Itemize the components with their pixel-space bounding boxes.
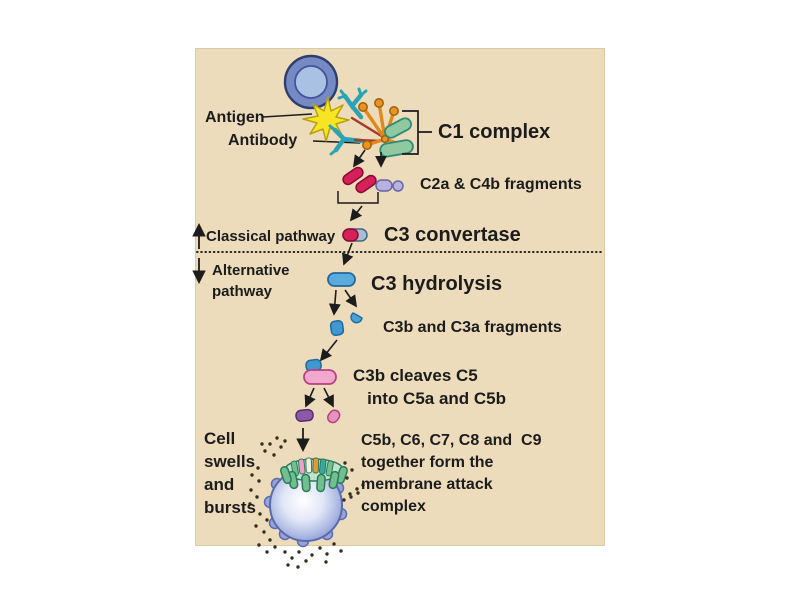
- c3b-fragment: [329, 320, 345, 336]
- fragments-c2a-c4b-label: C2a & C4b fragments: [420, 176, 582, 193]
- c3-convertase-capsule: [342, 228, 368, 242]
- label-pointer-lines: [262, 113, 361, 144]
- c3-capsule: [327, 272, 356, 287]
- c1rs-capsules: [379, 117, 414, 158]
- antibody-label: Antibody: [228, 132, 298, 149]
- classical-pathway-label: Classical pathway: [206, 228, 336, 245]
- c3b-cleaves-c5-label: C3b cleaves C5 into C5a and C5b: [353, 366, 507, 408]
- c3b-c3a-fragments-label: C3b and C3a fragments: [383, 319, 562, 336]
- c5-complex: [303, 358, 337, 385]
- flow-arrows-c1: [352, 149, 387, 168]
- c1-bracket: [402, 110, 432, 155]
- c5b-fragment: [295, 408, 314, 423]
- c3-convertase-label: C3 convertase: [384, 224, 521, 246]
- burst-particles: [248, 436, 365, 569]
- c1-complex-label: C1 complex: [438, 121, 551, 143]
- c3a-fragment: [350, 312, 363, 324]
- cell-swells-label: Cell swells and bursts: [204, 429, 256, 517]
- antigen-label: Antigen: [205, 109, 265, 126]
- antibody-y-shapes: [328, 87, 368, 156]
- arrow-to-c5: [319, 339, 338, 362]
- c3-hydrolysis-label: C3 hydrolysis: [371, 273, 503, 295]
- c5a-fragment: [327, 409, 341, 424]
- membrane-attack-label: C5b, C6, C7, C8 and C9 together form the…: [361, 432, 542, 515]
- fragments-bracket: [337, 191, 379, 204]
- flow-arrows-c5: [304, 387, 334, 408]
- pathogen-circle: [283, 54, 339, 110]
- alternative-pathway-label: Alternative pathway: [212, 262, 290, 300]
- c4b-fragments: [375, 179, 404, 192]
- membrane-attack-complex: [279, 457, 348, 493]
- flow-arrows-c3: [328, 289, 358, 316]
- arrow-to-convertase: [349, 205, 363, 222]
- c2a-fragments: [342, 166, 377, 194]
- arrow-to-hydrolysis: [342, 242, 354, 266]
